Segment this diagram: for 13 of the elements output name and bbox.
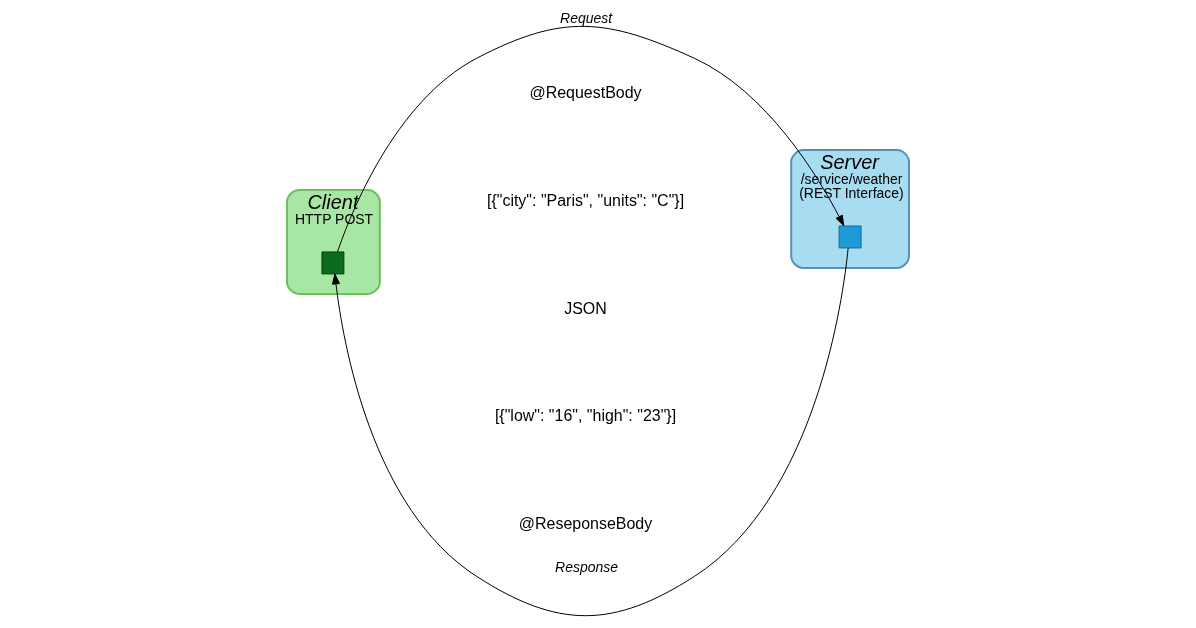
arrow — [332, 247, 849, 617]
edge-label: Response — [555, 558, 618, 575]
node-box — [838, 225, 862, 249]
arrow — [336, 25, 845, 253]
edge-label: Request — [560, 9, 613, 26]
cluster: Server /service/weather (REST Interface) — [790, 149, 910, 269]
label: [{"low": "16", "high": "23"}] — [494, 407, 677, 425]
label: @RequestBody — [529, 83, 642, 101]
label: [{"city": "Paris", "units": "C"}] — [486, 191, 685, 209]
label: JSON — [564, 299, 607, 317]
cluster: Client HTTP POST — [286, 189, 381, 295]
node-box — [321, 251, 345, 275]
label: @ReseponseBody — [518, 515, 653, 533]
